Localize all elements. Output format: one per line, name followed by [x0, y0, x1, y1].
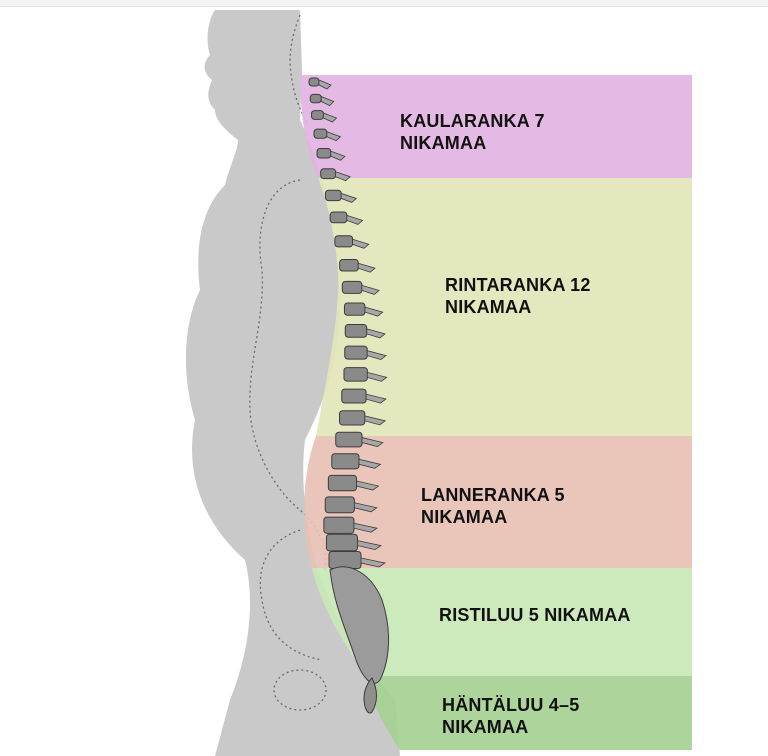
- vertebra: [336, 432, 362, 447]
- vertebra: [325, 190, 341, 200]
- vertebra: [326, 534, 357, 551]
- vertebra: [324, 517, 354, 533]
- vertebra: [342, 389, 366, 403]
- vertebra: [321, 169, 336, 179]
- vertebra: [342, 281, 362, 293]
- vertebra: [340, 411, 365, 425]
- vertebra: [317, 148, 331, 158]
- vertebra: [345, 325, 366, 338]
- label-coccyx: HÄNTÄLUU 4–5 NIKAMAA: [442, 694, 579, 738]
- vertebra: [328, 475, 356, 490]
- label-thoracic: RINTARANKA 12 NIKAMAA: [445, 274, 591, 318]
- vertebra: [309, 78, 319, 86]
- label-cervical: KAULARANKA 7 NIKAMAA: [400, 110, 545, 154]
- vertebra: [314, 129, 327, 138]
- vertebra: [312, 111, 324, 120]
- vertebra: [344, 303, 365, 315]
- vertebra: [345, 346, 367, 359]
- vertebra: [310, 94, 321, 102]
- vertebra: [325, 497, 354, 513]
- vertebra: [329, 552, 361, 569]
- label-sacrum: RISTILUU 5 NIKAMAA: [439, 604, 631, 626]
- label-lumbar: LANNERANKA 5 NIKAMAA: [421, 484, 565, 528]
- vertebra: [330, 212, 347, 223]
- vertebra: [344, 368, 367, 381]
- vertebra: [340, 259, 359, 271]
- vertebra: [332, 454, 359, 469]
- vertebra: [335, 236, 353, 247]
